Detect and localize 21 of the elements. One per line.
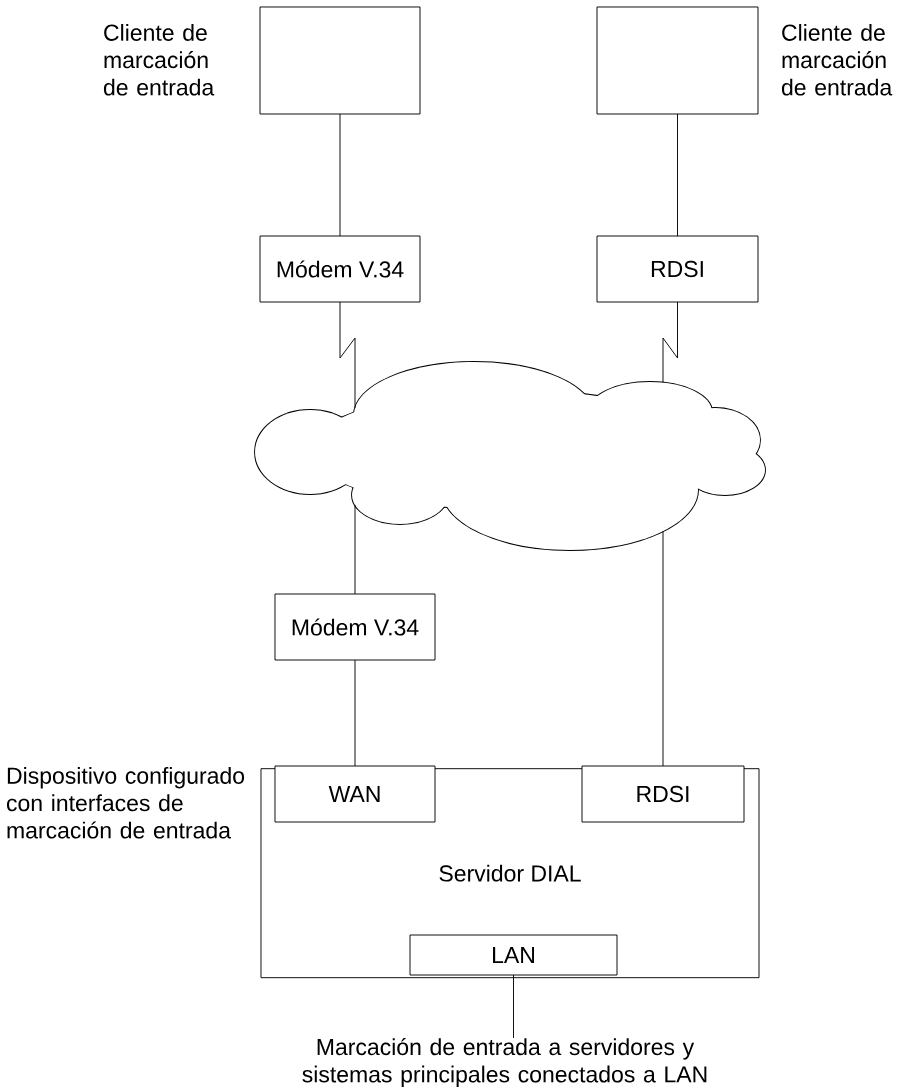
connection-line xyxy=(513,974,514,1039)
modem-box: Módem V.34 xyxy=(274,593,436,661)
note-text: Marcación de entrada a servidores y sistemas principales conectados a LAN xyxy=(302,1038,707,1088)
connection-line xyxy=(662,530,664,767)
isdn-box: RDSI xyxy=(596,235,759,303)
connection-line xyxy=(354,659,356,767)
caption-text: Cliente de marcación de entrada xyxy=(103,24,215,96)
client-box xyxy=(259,6,421,115)
interface-box: RDSI xyxy=(581,765,745,823)
modem-box: Módem V.34 xyxy=(259,235,421,303)
zigzag-line xyxy=(339,301,356,409)
client-box xyxy=(596,6,759,115)
cloud-drawing xyxy=(254,361,766,551)
connection-line xyxy=(677,113,678,237)
interface-box: WAN xyxy=(274,765,436,823)
caption-text: Cliente de marcación de entrada xyxy=(781,24,893,96)
caption-text: Dispositivo configurado con interfaces de marcación de entrada xyxy=(7,767,245,839)
zigzag-line xyxy=(662,301,678,384)
interface-box: LAN xyxy=(409,934,618,976)
connection-line xyxy=(354,504,356,595)
connection-line xyxy=(339,113,341,237)
